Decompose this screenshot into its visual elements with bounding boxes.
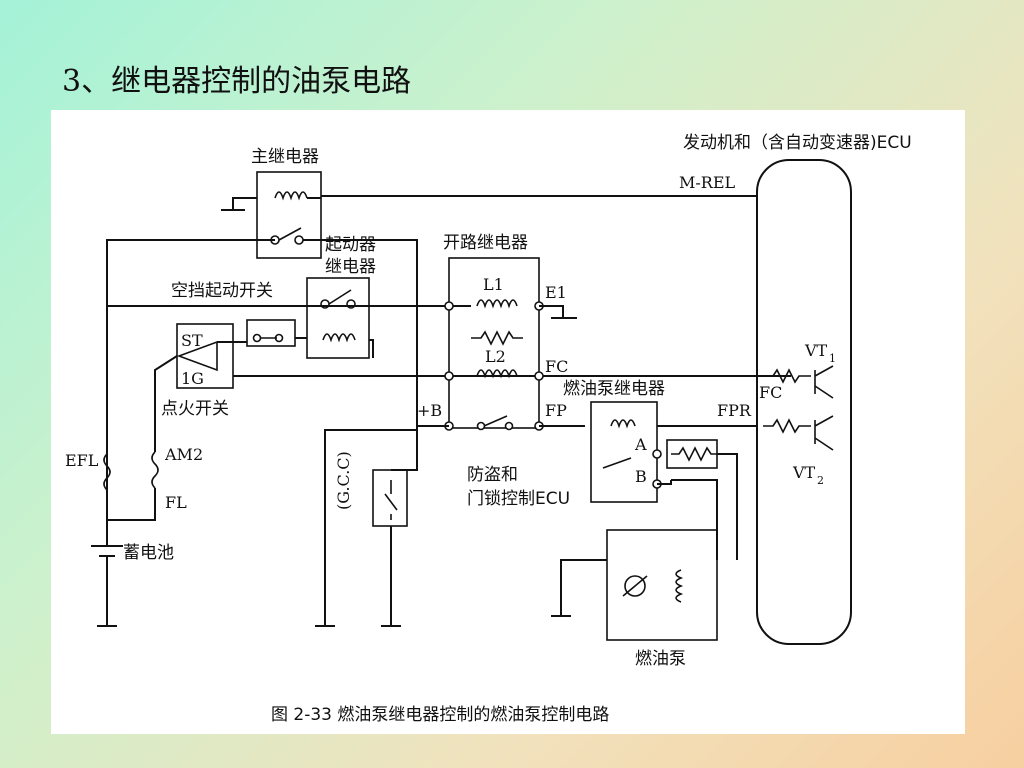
fl-label: FL [165,493,187,512]
circuit-diagram-panel: 发动机和（含自动变速器)ECU 主继电器 M-REL 起动器 继电器 空挡起动开… [51,110,965,734]
fp-switch-contact-a [476,421,486,431]
m-rel-label: M-REL [679,173,736,192]
vt1-sub: 1 [829,352,836,365]
battery-label: 蓄电池 [123,543,174,563]
ecu-fc-label: FC [759,383,782,402]
fp-switch-blade [483,415,508,427]
vt1-base-resistor [763,368,811,384]
main-relay-coil [274,191,308,201]
gcc-switch [384,480,398,520]
anti-theft-ecu-label-1: 防盗和 [467,465,518,485]
ignition-ig-label: 1G [181,369,204,388]
wire-st [217,337,374,358]
am2-fuse [151,451,159,489]
anti-theft-ecu-label-2: 门锁控制ECU [467,489,570,509]
starter-relay-label-1: 起动器 [325,235,376,255]
ecu-label: 发动机和（含自动变速器)ECU [683,133,912,153]
main-relay-ground [221,197,257,211]
main-relay-label: 主继电器 [251,147,319,167]
vt1-symbol [814,365,834,399]
contact-b-label: B [635,467,647,486]
efl-fuse [103,453,111,491]
starter-relay-label-2: 继电器 [325,257,376,277]
efl-label: EFL [65,451,99,470]
wire-fuel-pump [657,453,738,560]
vt2-label: VT [792,463,816,482]
am2-label: AM2 [164,445,203,464]
gcc-wire [315,429,417,627]
figure-caption: 图 2-33 燃油泵继电器控制的燃油泵控制电路 [271,705,609,725]
m-rel-wire [307,195,757,199]
l1-left-node [444,301,454,311]
vt1-label: VT [804,341,828,360]
circuit-opening-relay-label: 开路继电器 [443,233,528,253]
neutral-start-switch-box [246,319,296,347]
battery-symbol [91,520,123,627]
l2-resistor [471,330,523,346]
l2-label: L2 [485,347,506,366]
slide-title: 3、继电器控制的油泵电路 [62,64,412,99]
circuit-opening-relay-box [448,257,540,429]
vt2-base-resistor [763,418,811,434]
l2-coil [476,369,518,379]
circuit-diagram: 发动机和（含自动变速器)ECU 主继电器 M-REL 起动器 继电器 空挡起动开… [65,133,912,725]
neutral-switch-contact-a [252,333,262,343]
fuel-pump-label: 燃油泵 [635,649,686,669]
starter-relay-box [306,277,370,359]
l1-label: L1 [483,275,504,294]
fuel-pump-relay-coil [610,419,636,429]
vt2-sub: 2 [817,474,824,487]
fpr-label: FPR [717,401,752,420]
contact-a-node [652,449,662,459]
e1-ground [539,305,577,319]
l2-right-node [534,371,544,381]
vt2-symbol [814,415,834,451]
fuel-pump-relay-box [590,401,658,503]
gcc-label: (G.C.C) [334,451,353,510]
fuel-pump-ground [551,559,607,617]
main-relay-switch [278,227,302,241]
fuel-pump-motor [622,575,648,597]
ecu-block [756,159,852,645]
ignition-switch-label: 点火开关 [161,399,229,419]
contact-a-label: A [634,435,647,454]
fuel-pump-box [606,529,718,641]
l1-coil [476,299,518,309]
l2-left-node [444,371,454,381]
fuel-pump-coil [675,569,684,603]
main-relay-box [256,171,322,259]
main-relay-switch-wire [106,239,418,520]
fuel-pump-relay-switch [602,457,632,469]
neutral-start-switch-label: 空挡起动开关 [171,281,273,301]
starter-relay-switch [328,289,352,305]
starter-relay-coil [322,333,356,343]
gcc-switch-box [372,469,408,527]
ignition-switch-rotor [176,340,218,372]
plus-b-label: +B [417,401,442,420]
fuse-link-wire [107,355,178,521]
fp-label: FP [545,401,567,420]
fuel-pump-relay-resistor [671,446,719,462]
e1-label: E1 [545,283,567,302]
ignition-st-label: ST [181,331,203,350]
main-relay-contact-b [294,235,304,245]
fuel-pump-relay-label: 燃油泵继电器 [563,379,665,399]
gcc-switch-ground [381,376,418,627]
fp-switch-contact-b [504,421,514,431]
fc-label: FC [545,357,568,376]
